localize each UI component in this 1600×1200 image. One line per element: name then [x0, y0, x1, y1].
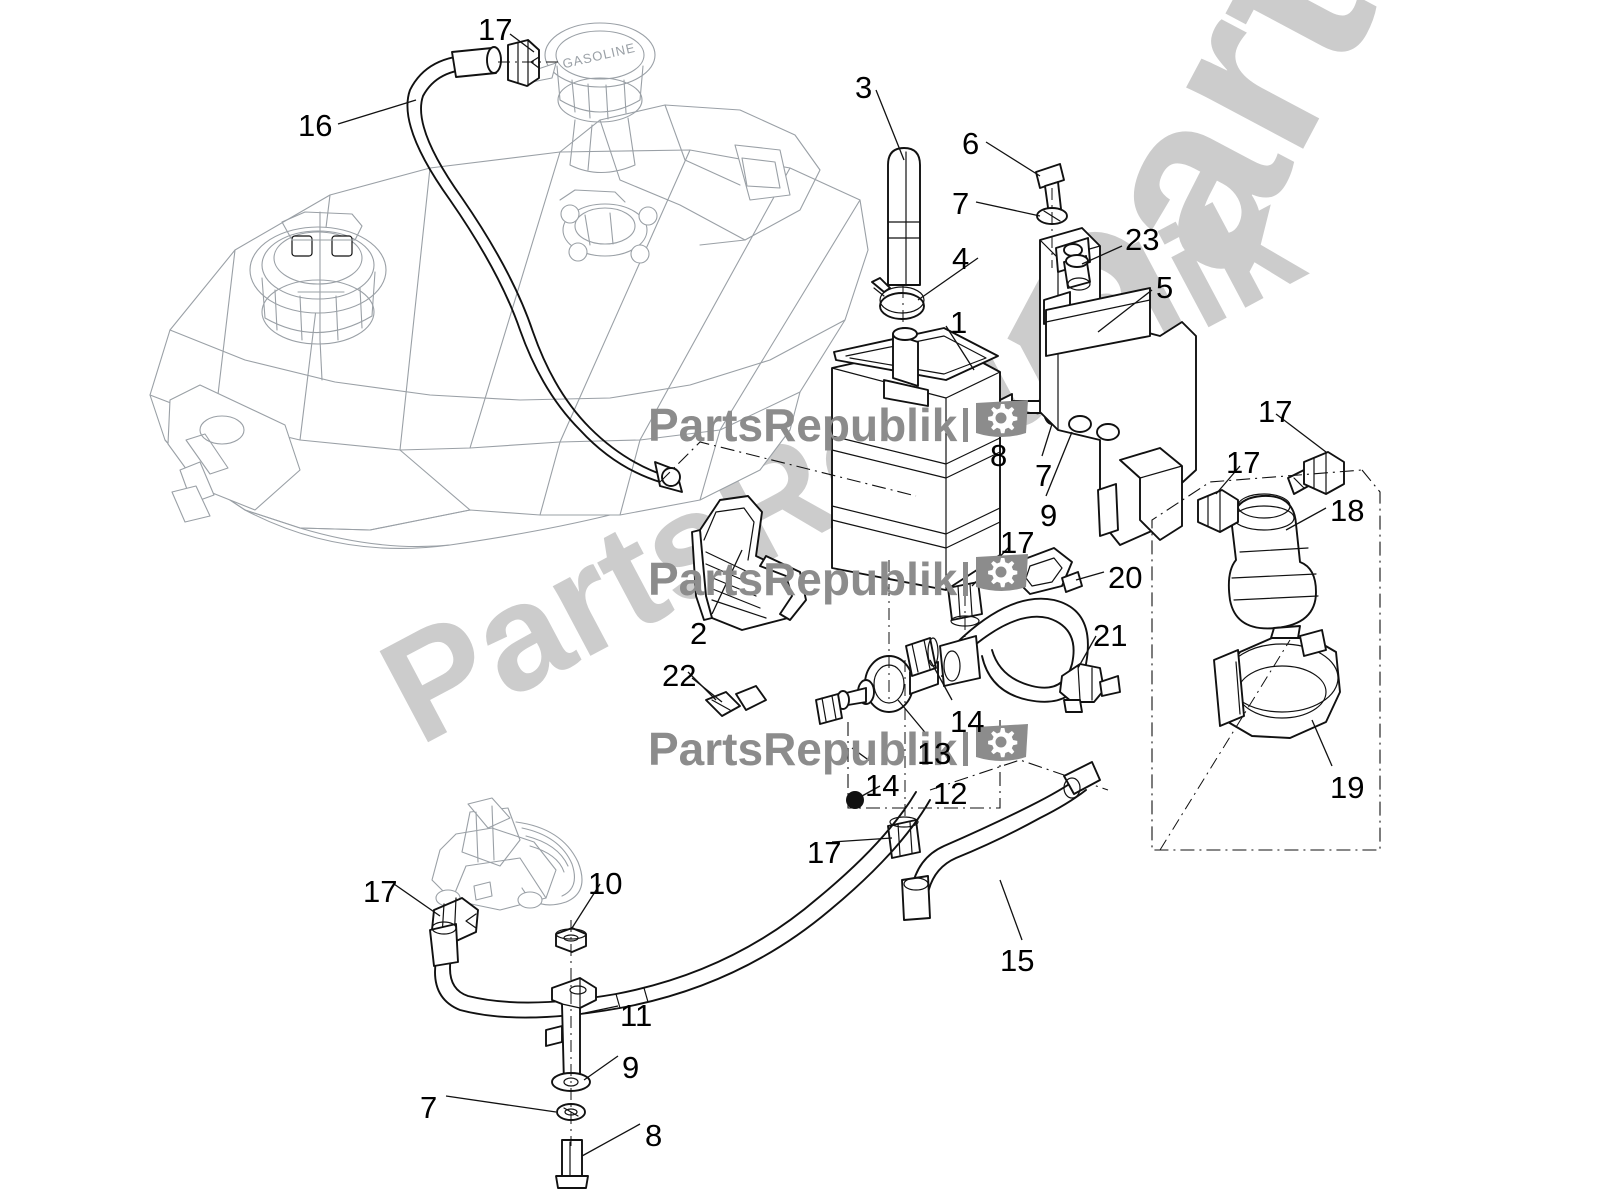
callout-number-3[interactable]: 3	[855, 70, 873, 105]
part-8-flange-bolt-upper	[999, 393, 1045, 421]
part-14-hose-fitting-a	[905, 637, 939, 677]
callout-number-21[interactable]: 21	[1093, 618, 1128, 653]
callout-number-6[interactable]: 6	[962, 126, 980, 161]
part-11-pipe-clip-bracket	[545, 977, 597, 1085]
part-21-connector	[1059, 663, 1121, 713]
callout-number-14[interactable]: 14	[950, 704, 985, 739]
part-3-breather-pipe	[887, 147, 921, 286]
part-4-spring-clamp	[871, 277, 925, 320]
callout-number-13[interactable]: 13	[917, 736, 952, 771]
callout-number-15[interactable]: 15	[1000, 943, 1035, 978]
part-22-shield-clip	[705, 685, 767, 717]
callout-number-10[interactable]: 10	[588, 866, 623, 901]
part-2-heat-shield	[691, 495, 807, 631]
callout-number-2[interactable]: 2	[690, 616, 708, 651]
callout-number-19[interactable]: 19	[1330, 770, 1365, 805]
part-12-pipe-assembly	[939, 597, 1089, 703]
callout-number-17[interactable]: 17	[1258, 394, 1293, 429]
tank-sensor-flange	[559, 189, 658, 264]
callout-number-5[interactable]: 5	[1156, 270, 1174, 305]
part-19-valve-holder-ring	[1213, 629, 1341, 739]
callout-number-17[interactable]: 17	[363, 874, 398, 909]
part-18-purge-valve	[1227, 469, 1319, 655]
part-17-hose-clamp-c	[1197, 489, 1239, 533]
tank-latch	[167, 384, 301, 523]
callout-number-17[interactable]: 17	[1000, 525, 1035, 560]
part-17-hose-clamp-a	[507, 39, 540, 87]
part-1-canister	[831, 327, 1001, 591]
callout-number-11[interactable]: 11	[620, 998, 653, 1033]
part-16-tank-vent-hose	[406, 46, 683, 493]
callout-number-4[interactable]: 4	[952, 241, 970, 276]
part-8-flange-bolt-lower	[555, 1139, 589, 1189]
callout-number-8[interactable]: 8	[645, 1118, 663, 1153]
callout-number-9[interactable]: 9	[1040, 498, 1058, 533]
callout-number-20[interactable]: 20	[1108, 560, 1143, 595]
callout-number-18[interactable]: 18	[1330, 493, 1365, 528]
callout-number-8[interactable]: 8	[990, 438, 1008, 473]
callout-number-17[interactable]: 17	[478, 12, 513, 47]
callout-number-17[interactable]: 17	[807, 835, 842, 870]
callout-number-14[interactable]: 14	[865, 768, 900, 803]
fuel-tank-assembly: GASOLINE	[149, 22, 869, 549]
callout-number-7[interactable]: 7	[952, 186, 970, 221]
fuel-cap: GASOLINE	[544, 22, 656, 173]
callout-number-1[interactable]: 1	[950, 305, 968, 340]
callout-number-9[interactable]: 9	[622, 1050, 640, 1085]
part-5-canister-bracket	[1039, 227, 1197, 546]
callout-number-12[interactable]: 12	[933, 776, 968, 811]
part-15-vapour-hose	[901, 761, 1101, 921]
part-17-hose-clamp-e	[887, 816, 921, 859]
part-12-long-pipe	[429, 791, 931, 1019]
fuel-pump-flange	[249, 211, 387, 381]
callout-number-7[interactable]: 7	[420, 1090, 438, 1125]
callout-number-16[interactable]: 16	[298, 108, 333, 143]
part-14-hose-fitting-b	[815, 693, 843, 725]
throttle-body-assembly	[431, 797, 583, 911]
callout-number-17[interactable]: 17	[1226, 445, 1261, 480]
callout-number-23[interactable]: 23	[1125, 222, 1160, 257]
callout-number-22[interactable]: 22	[662, 658, 697, 693]
part-13-one-way-valve	[836, 655, 939, 713]
callout-number-7[interactable]: 7	[1035, 458, 1053, 493]
